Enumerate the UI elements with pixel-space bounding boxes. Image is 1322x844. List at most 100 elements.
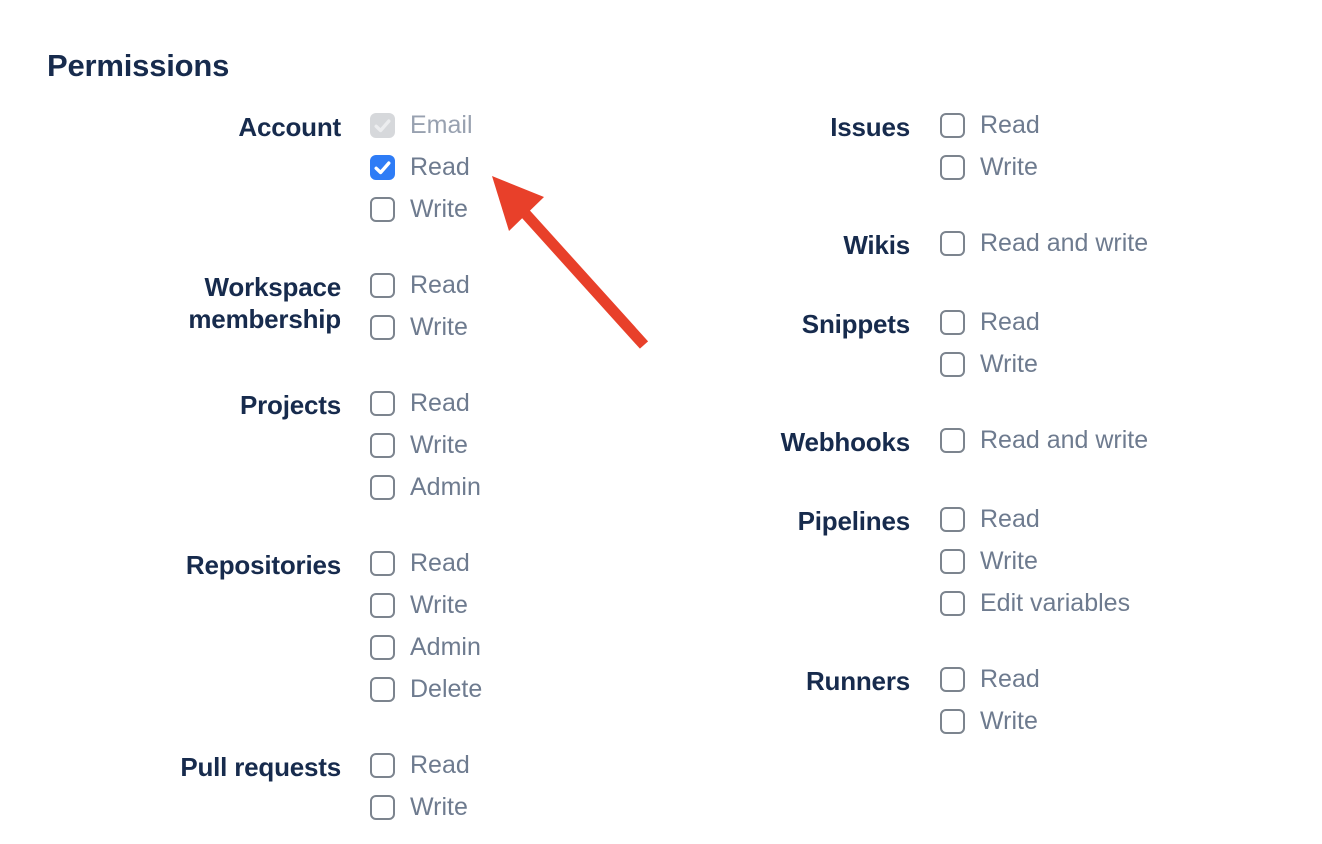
permission-option-label[interactable]: Read and write xyxy=(980,426,1149,454)
permission-option-label[interactable]: Read xyxy=(410,389,470,417)
checkbox-repositories-admin[interactable] xyxy=(370,635,395,660)
permission-option-label[interactable]: Write xyxy=(410,195,468,223)
permission-option-label[interactable]: Read xyxy=(980,308,1040,336)
permission-group-label: Webhooks xyxy=(780,427,911,457)
permission-group-label: Workspace membership xyxy=(188,272,341,334)
permission-option-label[interactable]: Edit variables xyxy=(980,589,1131,617)
checkbox-issues-write[interactable] xyxy=(940,155,965,180)
permission-option-label[interactable]: Write xyxy=(410,431,468,459)
permission-option-projects-write[interactable]: Write xyxy=(370,431,481,460)
permission-option-pipelines-write[interactable]: Write xyxy=(940,547,1130,576)
checkbox-pipelines-read[interactable] xyxy=(940,507,965,532)
checkbox-account-write[interactable] xyxy=(370,197,395,222)
checkbox-snippets-read[interactable] xyxy=(940,310,965,335)
permission-group-label: Account xyxy=(238,112,341,142)
checkbox-runners-write[interactable] xyxy=(940,709,965,734)
permission-option-pipelines-edit-variables[interactable]: Edit variables xyxy=(940,589,1130,618)
permission-option-label[interactable]: Read xyxy=(410,549,470,577)
checkbox-pipelines-write[interactable] xyxy=(940,549,965,574)
permission-option-pull-requests-write[interactable]: Write xyxy=(370,793,470,822)
checkbox-pull-requests-write[interactable] xyxy=(370,795,395,820)
checkbox-workspace-membership-write[interactable] xyxy=(370,315,395,340)
permission-option-label[interactable]: Read xyxy=(980,665,1040,693)
checkbox-snippets-write[interactable] xyxy=(940,352,965,377)
permission-option-label[interactable]: Admin xyxy=(410,633,481,661)
checkbox-projects-write[interactable] xyxy=(370,433,395,458)
permission-group-label: Pull requests xyxy=(180,752,341,782)
permission-option-label[interactable]: Read xyxy=(980,111,1040,139)
checkbox-wikis-read-and-write[interactable] xyxy=(940,231,965,256)
permission-option-label[interactable]: Admin xyxy=(410,473,481,501)
permission-option-label[interactable]: Read and write xyxy=(980,229,1149,257)
checkbox-repositories-delete[interactable] xyxy=(370,677,395,702)
permission-option-label[interactable]: Write xyxy=(410,313,468,341)
permission-option-workspace-membership-read[interactable]: Read xyxy=(370,271,470,300)
permission-option-repositories-read[interactable]: Read xyxy=(370,549,482,578)
check-icon xyxy=(374,119,391,133)
checkbox-issues-read[interactable] xyxy=(940,113,965,138)
permission-option-repositories-write[interactable]: Write xyxy=(370,591,482,620)
permission-option-issues-write[interactable]: Write xyxy=(940,153,1040,182)
permission-option-label[interactable]: Write xyxy=(410,793,468,821)
checkbox-pull-requests-read[interactable] xyxy=(370,753,395,778)
permission-option-runners-read[interactable]: Read xyxy=(940,665,1040,694)
checkbox-repositories-read[interactable] xyxy=(370,551,395,576)
checkbox-pipelines-edit-variables[interactable] xyxy=(940,591,965,616)
permission-option-label[interactable]: Write xyxy=(980,350,1038,378)
permission-option-snippets-write[interactable]: Write xyxy=(940,350,1040,379)
permission-option-webhooks-read-and-write[interactable]: Read and write xyxy=(940,426,1148,455)
permission-option-label[interactable]: Delete xyxy=(410,675,483,703)
checkbox-projects-read[interactable] xyxy=(370,391,395,416)
permission-option-runners-write[interactable]: Write xyxy=(940,707,1040,736)
permission-option-label[interactable]: Read xyxy=(410,153,470,181)
check-icon xyxy=(374,161,391,175)
permission-option-label[interactable]: Write xyxy=(980,707,1038,735)
checkbox-webhooks-read-and-write[interactable] xyxy=(940,428,965,453)
permission-option-pipelines-read[interactable]: Read xyxy=(940,505,1130,534)
permission-option-label[interactable]: Write xyxy=(980,547,1038,575)
permission-option-wikis-read-and-write[interactable]: Read and write xyxy=(940,229,1148,258)
permission-option-label[interactable]: Write xyxy=(980,153,1038,181)
permission-option-projects-admin[interactable]: Admin xyxy=(370,473,481,502)
permission-group-webhooks: Webhooks Read and write xyxy=(660,426,1149,458)
permission-option-label[interactable]: Write xyxy=(410,591,468,619)
permission-option-label[interactable]: Read xyxy=(410,751,470,779)
permission-group-label: Pipelines xyxy=(797,506,911,536)
permission-option-account-write[interactable]: Write xyxy=(370,195,473,224)
checkbox-runners-read[interactable] xyxy=(940,667,965,692)
permission-option-account-read[interactable]: Read xyxy=(370,153,473,182)
permission-option-pull-requests-read[interactable]: Read xyxy=(370,751,470,780)
permission-option-label[interactable]: Read xyxy=(980,505,1040,533)
permission-group-label: Wikis xyxy=(843,230,910,260)
permission-option-projects-read[interactable]: Read xyxy=(370,389,481,418)
permission-group-label: Issues xyxy=(830,112,910,142)
checkbox-account-read[interactable] xyxy=(370,155,395,180)
checkbox-projects-admin[interactable] xyxy=(370,475,395,500)
permission-group-label: Runners xyxy=(805,666,910,696)
permission-option-repositories-delete[interactable]: Delete xyxy=(370,675,482,704)
checkbox-workspace-membership-read[interactable] xyxy=(370,273,395,298)
permission-option-snippets-read[interactable]: Read xyxy=(940,308,1040,337)
permission-option-repositories-admin[interactable]: Admin xyxy=(370,633,482,662)
permission-option-label[interactable]: Read xyxy=(410,271,470,299)
permission-option-label: Email xyxy=(410,111,473,139)
checkbox-repositories-write[interactable] xyxy=(370,593,395,618)
permission-option-workspace-membership-write[interactable]: Write xyxy=(370,313,470,342)
permission-option-issues-read[interactable]: Read xyxy=(940,111,1040,140)
